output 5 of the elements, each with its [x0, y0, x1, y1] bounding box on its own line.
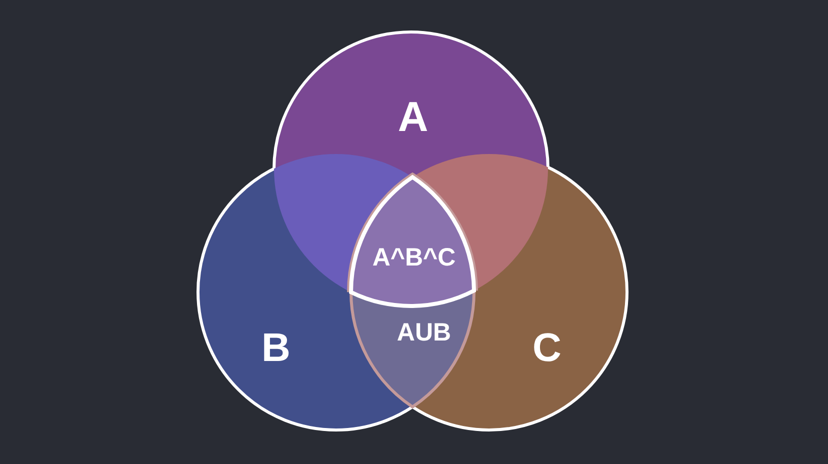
region-label: A^B^C: [372, 246, 456, 270]
set-label: C: [532, 328, 562, 368]
set-label: A: [398, 96, 428, 138]
region-label: AUB: [396, 320, 452, 346]
set-label: B: [262, 328, 290, 368]
